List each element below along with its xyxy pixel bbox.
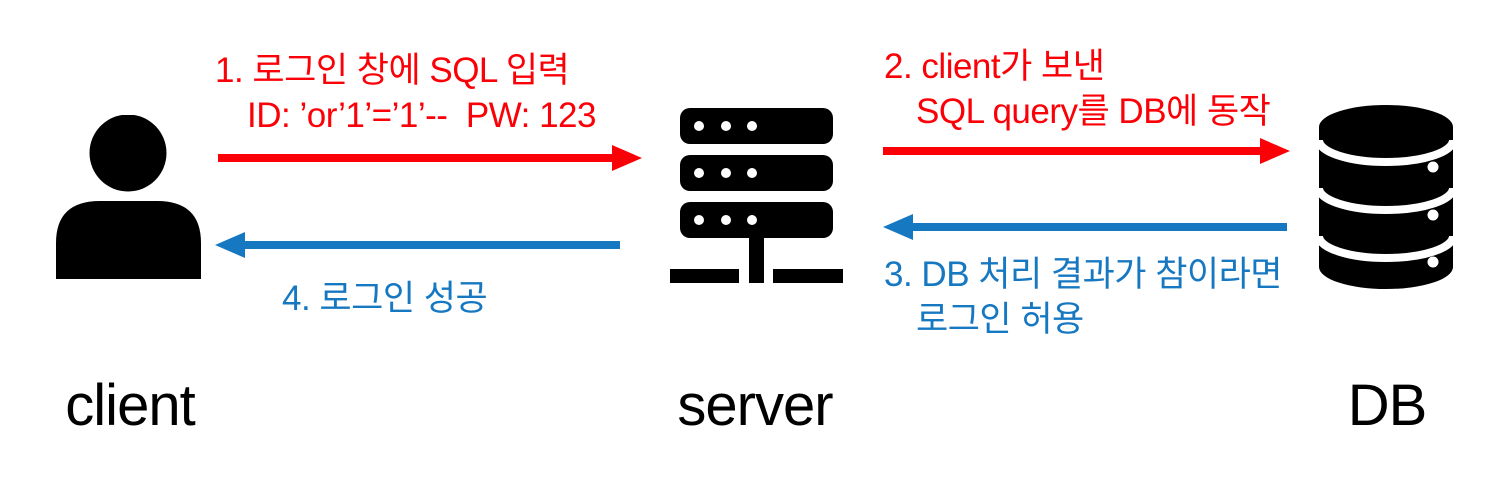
arrow-step3-db-to-server (883, 214, 1287, 240)
arrow-step1-client-to-server (218, 145, 642, 171)
step2-line2: SQL query를 DB에 동작 (916, 92, 1271, 131)
database-cylinder-icon (1319, 105, 1453, 289)
arrow-step2-server-to-db (883, 138, 1290, 164)
step3-line2: 로그인 허용 (916, 300, 1084, 339)
step2-annotation: 2. client가 보낸 SQL query를 DB에 동작 (884, 44, 1271, 134)
db-label: DB (1347, 373, 1428, 438)
arrow-shaft (239, 241, 620, 249)
client-label: client (65, 373, 195, 438)
server-label: server (677, 373, 833, 438)
arrow-shaft (218, 154, 618, 162)
arrow-head-right-icon (1260, 138, 1290, 164)
step4-line1: 4. 로그인 성공 (282, 279, 488, 318)
arrow-shaft (907, 223, 1287, 231)
server-rack-icon (670, 107, 843, 283)
arrow-head-right-icon (612, 145, 642, 171)
arrow-head-left-icon (883, 214, 913, 240)
step4-annotation: 4. 로그인 성공 (282, 276, 488, 321)
step2-line1: 2. client가 보낸 (884, 47, 1105, 86)
arrow-head-left-icon (215, 232, 245, 258)
step1-annotation: 1. 로그인 창에 SQL 입력 ID: ’or’1’=’1’-- PW: 12… (215, 48, 596, 138)
step1-line1: 1. 로그인 창에 SQL 입력 (215, 51, 570, 90)
step3-line1: 3. DB 처리 결과가 참이라면 (884, 255, 1283, 294)
step3-annotation: 3. DB 처리 결과가 참이라면 로그인 허용 (884, 252, 1283, 342)
arrow-step4-server-to-client (215, 232, 620, 258)
step1-line2: ID: ’or’1’=’1’-- PW: 123 (247, 96, 596, 135)
client-person-icon (50, 115, 208, 279)
arrow-shaft (883, 147, 1266, 155)
